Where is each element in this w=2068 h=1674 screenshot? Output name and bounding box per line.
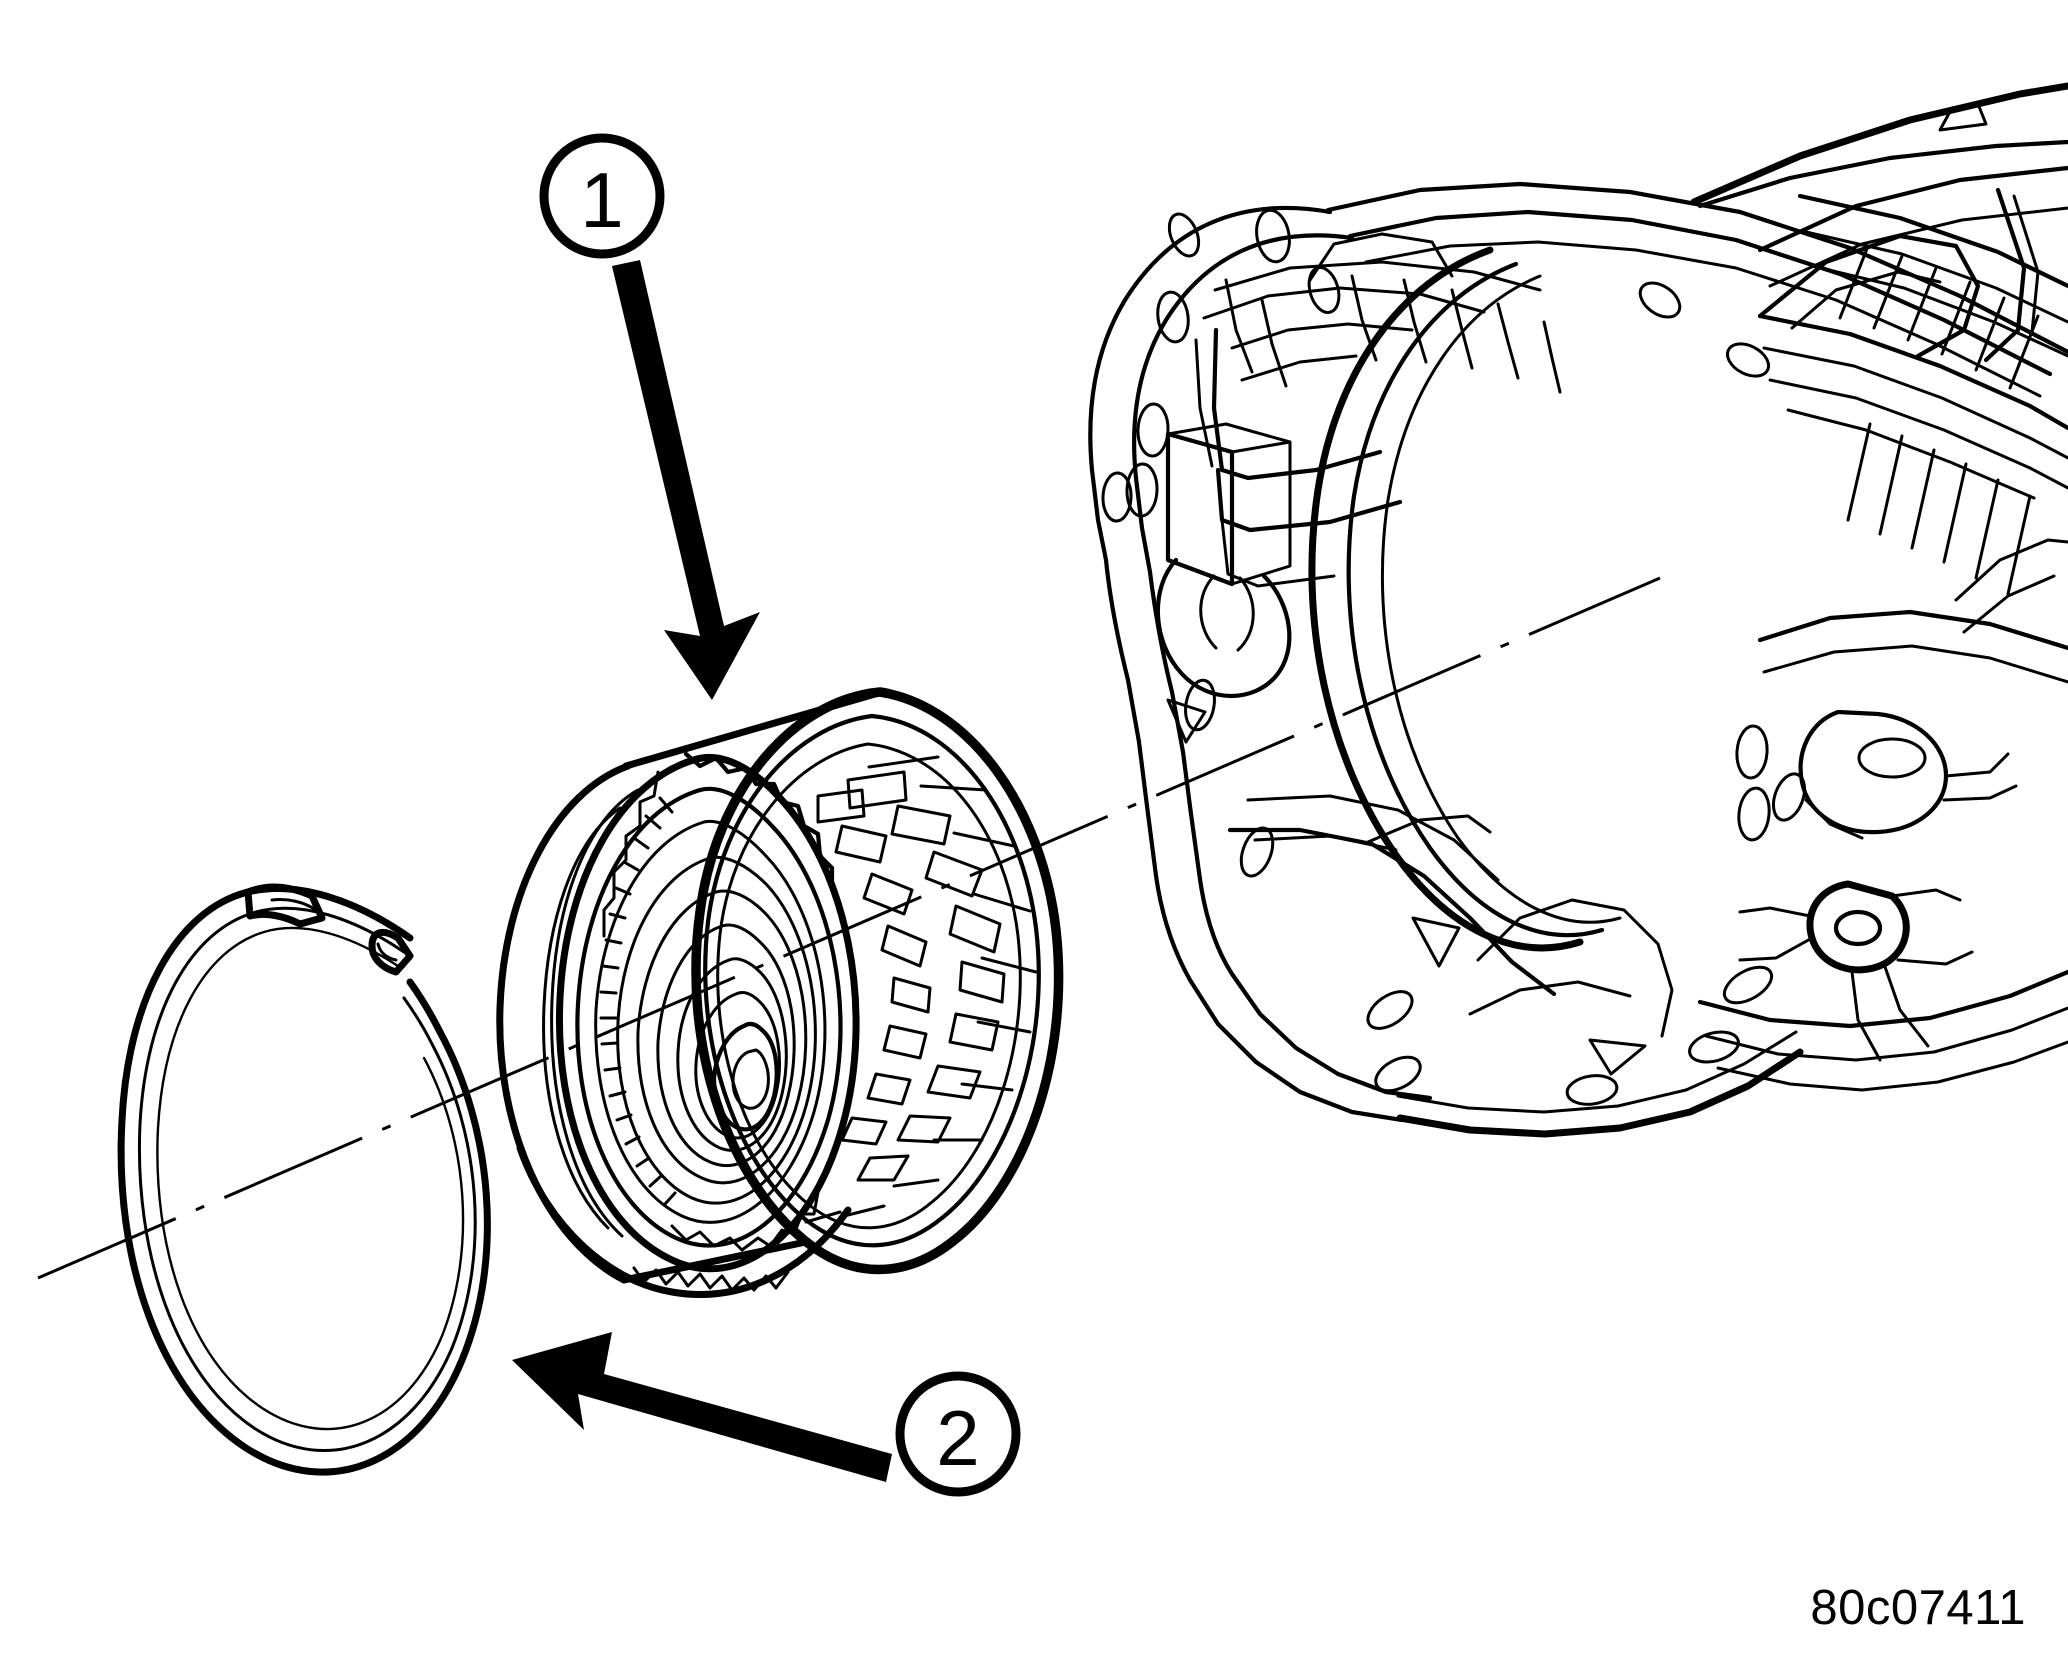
clutch-drum-assembly — [496, 687, 1064, 1298]
callout-2-arrow — [512, 1332, 892, 1482]
callout-2-circle — [895, 1371, 1021, 1497]
snap-ring — [117, 883, 491, 1476]
callout-2[interactable]: 2 — [512, 1332, 1021, 1497]
bellhousing-lower-web — [1227, 794, 1674, 1038]
callout-2-label: 2 — [936, 1394, 979, 1482]
callout-1-circle — [539, 133, 665, 259]
drum-face-serrations — [632, 1266, 790, 1292]
case-lower-contours — [1697, 538, 2068, 1092]
drum-castellation-band — [602, 751, 835, 1252]
figure-caption: 80c07411 — [1810, 1581, 2026, 1635]
callout-1-arrow — [612, 260, 760, 700]
case-mounting-boss — [1738, 709, 2018, 1062]
drum-spline-teeth — [542, 788, 677, 1238]
drum-barrel-slots — [804, 755, 1038, 1224]
flange-relief-pockets — [1166, 698, 1647, 1076]
callout-1-label: 1 — [580, 156, 623, 244]
callout-1[interactable]: 1 — [539, 133, 760, 700]
transmission-case-bellhousing — [1088, 82, 2068, 1138]
drum-face-rings — [555, 753, 860, 1273]
flange-bolt-holes — [1101, 208, 1807, 1106]
bellhousing-internal-ribs — [1155, 232, 1562, 698]
assembly-axis-centerline — [37, 576, 1661, 1280]
case-cooling-ribs — [1690, 82, 2068, 596]
